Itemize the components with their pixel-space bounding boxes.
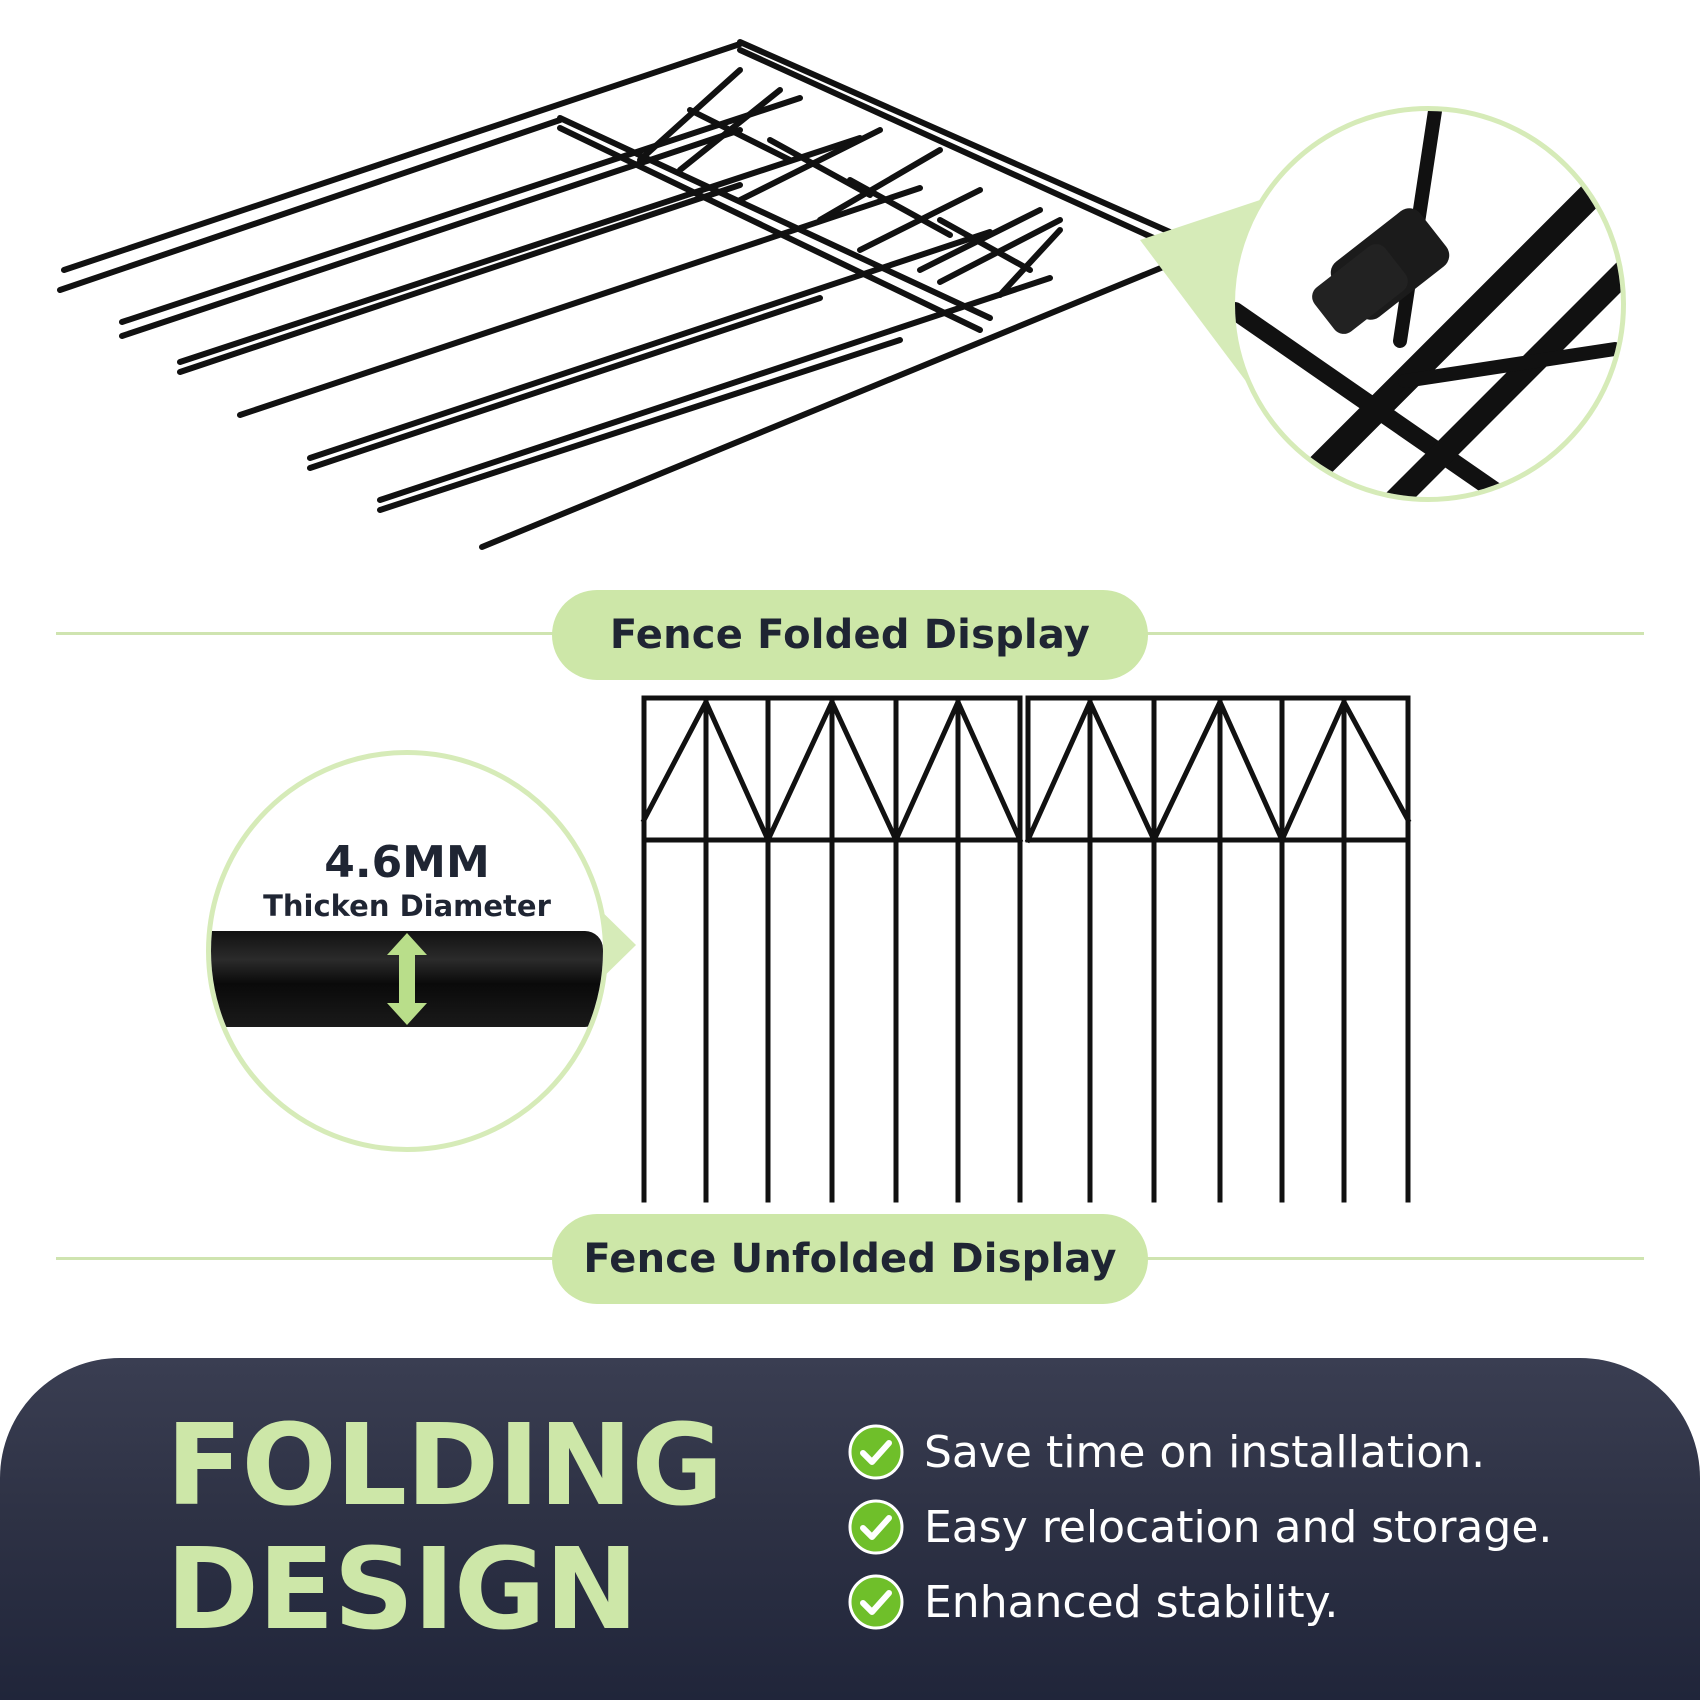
- divider-bottom-right: [1146, 1257, 1644, 1260]
- check-circle-icon: [848, 1424, 904, 1480]
- diameter-caption: Thicken Diameter: [263, 889, 551, 923]
- divider-top-right: [1146, 632, 1644, 635]
- unfolded-fence-image: [640, 695, 1412, 1203]
- headline-line-2: DESIGN: [166, 1525, 638, 1655]
- check-circle-icon: [848, 1574, 904, 1630]
- double-arrow-icon: [387, 933, 427, 1025]
- diameter-detail-circle: 4.6MM Thicken Diameter: [206, 750, 608, 1152]
- feature-item: Easy relocation and storage.: [848, 1499, 1552, 1555]
- hinge-detail-circle: [1230, 106, 1626, 502]
- check-circle-icon: [848, 1499, 904, 1555]
- headline-line-1: FOLDING: [166, 1401, 723, 1531]
- feature-item: Save time on installation.: [848, 1424, 1485, 1480]
- feature-banner: FOLDING DESIGN Save time on installation…: [0, 1358, 1700, 1700]
- zoom-pointer: [1140, 200, 1260, 400]
- divider-top-left: [56, 632, 556, 635]
- folded-fence-image: [57, 39, 1193, 550]
- divider-bottom-left: [56, 1257, 556, 1260]
- feature-text: Enhanced stability.: [924, 1576, 1339, 1628]
- unfolded-display-label: Fence Unfolded Display: [552, 1214, 1148, 1304]
- feature-item: Enhanced stability.: [848, 1574, 1338, 1630]
- diameter-value: 4.6MM: [324, 837, 490, 888]
- feature-text: Easy relocation and storage.: [924, 1501, 1553, 1553]
- feature-text: Save time on installation.: [924, 1426, 1486, 1478]
- folded-display-label: Fence Folded Display: [552, 590, 1148, 680]
- hinge-detail-image: [1235, 111, 1621, 497]
